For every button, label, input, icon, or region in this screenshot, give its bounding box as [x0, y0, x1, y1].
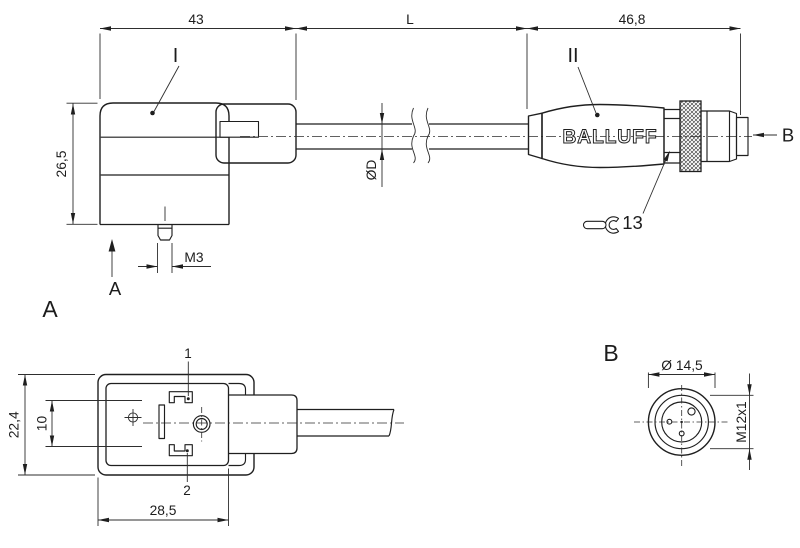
balluff-logo: BALLUFF — [563, 126, 658, 148]
view-b-title: B — [603, 340, 618, 366]
dim-26-5-lines — [66, 102, 98, 225]
cable-edges — [296, 123, 528, 150]
m12-pin-large — [687, 407, 696, 416]
view-b: B Ø 14,5 M12x1 — [603, 340, 754, 470]
dim-46-8: 46,8 — [619, 12, 646, 27]
contact-1 — [168, 391, 193, 404]
dim-10: 10 — [35, 416, 50, 432]
dim-28-5-lines — [97, 468, 229, 526]
strain-relief-collar — [527, 112, 543, 160]
dim-28-5: 28,5 — [150, 503, 177, 518]
contact-2 — [168, 444, 193, 457]
view-ref-a-group: A — [108, 239, 122, 299]
plug-cap-outline — [99, 102, 230, 225]
cable-a-edges — [297, 408, 394, 437]
dim-cable-diameter-group: ØD — [364, 103, 385, 187]
pin-2-label: 2 — [183, 483, 191, 498]
dim-m3-group: M3 — [138, 243, 211, 273]
label-part-I: I — [173, 45, 179, 67]
dim-L: L — [406, 12, 414, 27]
break-curve-left — [411, 107, 416, 164]
view-a-title: A — [42, 296, 58, 322]
break-curve-right — [425, 107, 431, 164]
dim-22-4: 22,4 — [7, 411, 22, 438]
cable-side — [240, 107, 752, 164]
view-a: A 1 2 22,4 — [7, 296, 404, 526]
wrench-size-group: 13 — [582, 150, 670, 234]
dim-m12x1-group: M12x1 — [710, 373, 754, 470]
plug-latch-slot — [219, 120, 260, 138]
m12-tip — [735, 116, 749, 157]
dim-26-5: 26,5 — [54, 150, 69, 177]
wrench-icon — [582, 216, 620, 234]
leader-II-dot — [595, 112, 600, 118]
label-part-II: II — [567, 45, 578, 67]
view-b-arrowhead — [753, 132, 764, 138]
dim-wrench-size: 13 — [622, 212, 643, 233]
dim-22-4-group: 22,4 — [7, 374, 95, 476]
leader-13-arrowhead — [663, 150, 670, 162]
m12-center-dot — [680, 420, 683, 424]
plug-cable-block — [215, 103, 297, 164]
dim-22-4-lines — [18, 374, 95, 476]
dim-14-5-lines — [647, 372, 716, 388]
m3-stud — [157, 224, 173, 241]
keyway-slot — [158, 404, 166, 440]
dim-28-5-group: 28,5 — [97, 468, 229, 526]
m12-connector-side: BALLUFF — [527, 100, 749, 173]
top-view: BALLUFF 43 L 46,8 26,5 — [54, 12, 794, 299]
dim-m3-lines — [138, 243, 211, 273]
dim-14-5-group: Ø 14,5 — [647, 358, 716, 388]
view-ref-b-group: B — [753, 125, 794, 146]
valve-plug-side — [99, 102, 297, 241]
part-labels: I II — [150, 45, 600, 118]
dim-chain-top: 43 L 46,8 — [99, 12, 741, 115]
dim-m12x1: M12x1 — [734, 401, 749, 442]
view-ref-b-label: B — [782, 125, 794, 146]
pin-1-label: 1 — [184, 346, 192, 361]
dim-14-5: Ø 14,5 — [661, 358, 703, 373]
m12-thread-section — [700, 110, 738, 163]
connector-face — [105, 382, 230, 467]
leader-I — [153, 65, 180, 112]
ground-symbol — [124, 409, 142, 426]
view-ref-a-label: A — [109, 278, 122, 299]
dim-10-group: 10 — [35, 400, 142, 447]
m12-ring-lines — [664, 117, 680, 154]
view-a-arrowhead — [108, 239, 116, 252]
dim-43: 43 — [188, 12, 204, 27]
leader-13 — [642, 156, 668, 214]
view-b-crosshair — [634, 385, 730, 467]
dim-cable-diameter: ØD — [364, 160, 379, 181]
plug-division-lines — [100, 136, 229, 176]
leader-II — [577, 66, 597, 114]
dim-extension-lines-top — [99, 33, 741, 115]
dim-m3: M3 — [184, 250, 203, 265]
knurled-nut — [679, 100, 702, 173]
dim-26-5-group: 26,5 — [54, 102, 98, 225]
leader-I-dot — [150, 110, 155, 116]
cable-boot — [224, 394, 298, 455]
pin-labels: 1 2 — [183, 346, 192, 498]
